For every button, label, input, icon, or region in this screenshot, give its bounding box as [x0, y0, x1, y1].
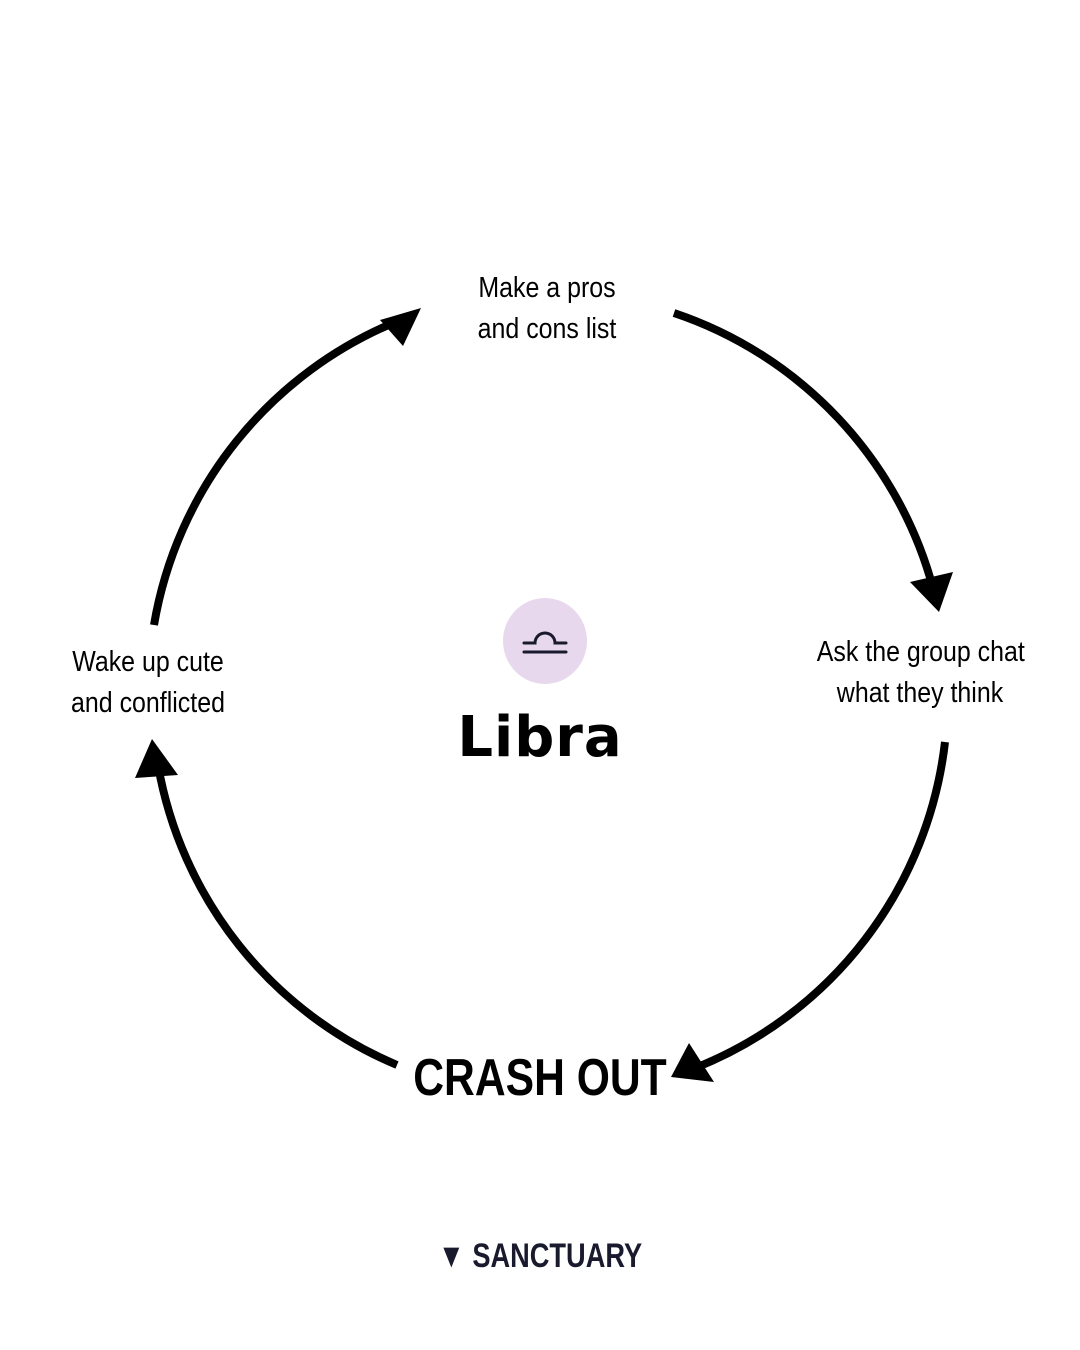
step-line: what they think: [836, 677, 1004, 709]
brand-name: SANCTUARY: [472, 1237, 643, 1275]
libra-badge: [503, 598, 587, 684]
sign-title: Libra: [457, 705, 623, 770]
arrowhead-top: [380, 308, 421, 346]
triangle-down-icon: ▼: [437, 1237, 465, 1275]
step-wake-up-cute: Wake up cute and conflicted: [62, 642, 234, 724]
step-line: Wake up cute: [72, 646, 224, 678]
step-line: Make a pros: [478, 272, 616, 304]
libra-icon: [522, 631, 568, 654]
step-make-pros-cons-list: Make a pros and cons list: [452, 268, 641, 350]
step-line: and cons list: [477, 313, 617, 345]
arrow-top-to-right: [672, 309, 937, 590]
arrowhead-left: [135, 739, 178, 778]
footer-brand: ▼ SANCTUARY: [428, 1232, 652, 1280]
arrowhead-right: [910, 572, 953, 612]
step-line: CRASH OUT: [413, 1049, 667, 1107]
arrow-right-to-bottom: [693, 741, 949, 1072]
step-ask-group-chat: Ask the group chat what they think: [816, 632, 1025, 714]
arrowhead-bottom: [671, 1043, 714, 1082]
arrow-bottom-to-left: [154, 764, 399, 1069]
step-crash-out: CRASH OUT: [409, 1045, 671, 1111]
arrow-left-to-top: [150, 317, 400, 626]
step-line: Ask the group chat: [816, 636, 1025, 668]
step-line: and conflicted: [71, 687, 225, 719]
